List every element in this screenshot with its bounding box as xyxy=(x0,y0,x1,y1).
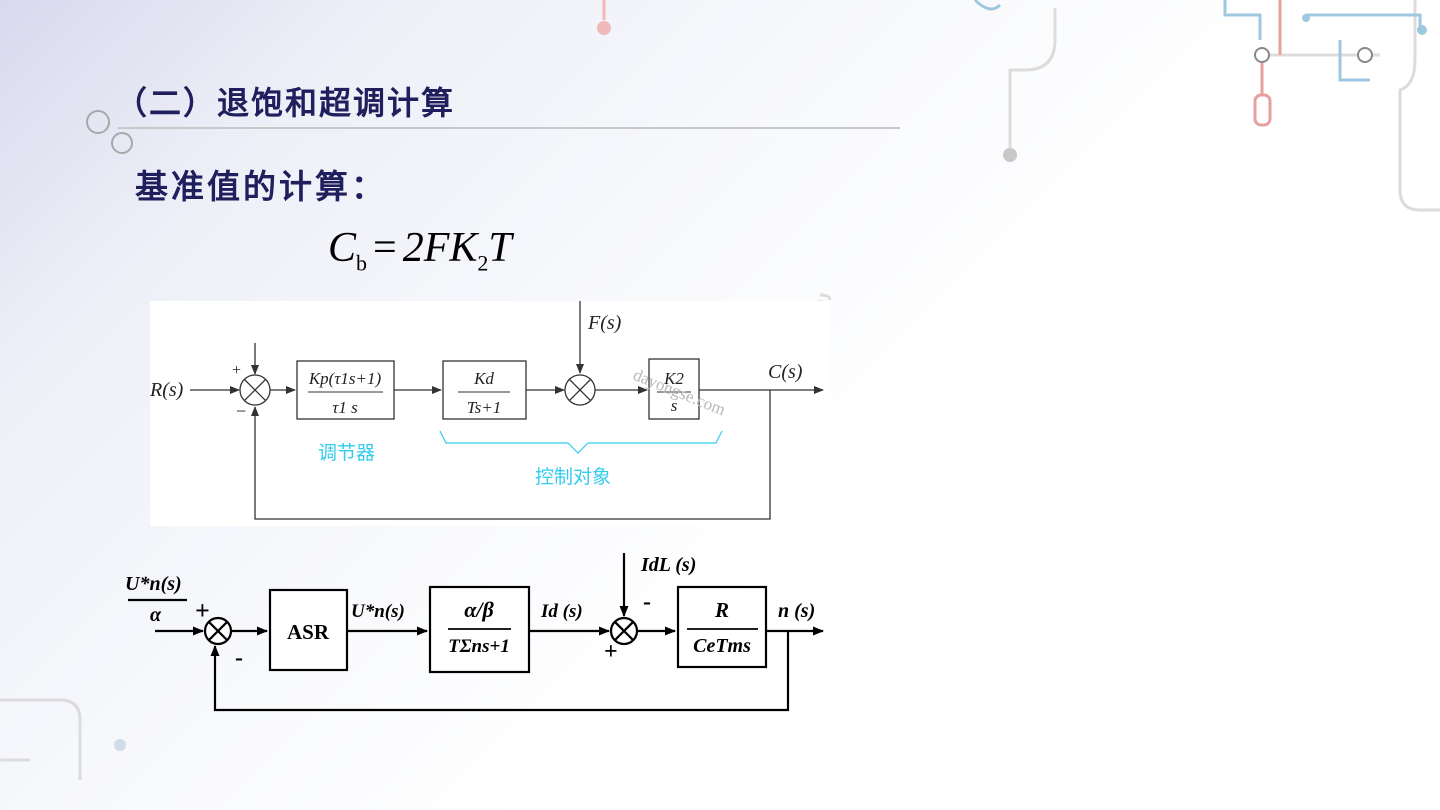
d1-plus-sign: + xyxy=(232,362,241,379)
d2-current-loop-num: α/β xyxy=(464,597,494,622)
d1-plant-label: 控制对象 xyxy=(535,466,611,488)
d1-plant1-num: Kd xyxy=(473,369,494,388)
formula-lhs-sub: b xyxy=(356,250,368,276)
d1-plant-brace xyxy=(439,430,723,454)
formula-rhs-sub: 2 xyxy=(477,250,489,276)
d2-minus-sign-2: - xyxy=(643,589,651,615)
d2-asr-block xyxy=(268,588,349,672)
d2-motor-den: CeTms xyxy=(693,635,751,657)
d1-regulator-num: Kp(τ1s+1) xyxy=(308,369,382,388)
formula-lhs: C xyxy=(328,225,357,271)
d2-motor-block xyxy=(676,585,768,669)
slide-title: （二）退饱和超调计算 xyxy=(115,84,456,122)
d1-output-label: C(s) xyxy=(768,361,803,383)
slide-subtitle: 基准值的计算： xyxy=(135,167,387,206)
d1-regulator-label: 调节器 xyxy=(318,442,375,464)
formula-equals: = xyxy=(373,225,397,271)
d2-output-label: n (s) xyxy=(778,600,815,622)
d1-plant2-den: s xyxy=(671,396,678,415)
d2-feedback-path xyxy=(210,631,790,712)
d1-input-label: R(s) xyxy=(150,379,184,401)
d1-plant-block-1 xyxy=(442,360,527,420)
block-diagram-general-svg: R(s) + − F(s) C(s) Kp(τ1s+1) τ1 s Kd Ts+… xyxy=(149,301,824,520)
d1-feedback-path xyxy=(251,390,771,520)
d2-input-num: U*n(s) xyxy=(125,573,182,595)
d1-disturbance-label: F(s) xyxy=(587,312,622,334)
d2-disturbance-label: IdL (s) xyxy=(640,554,696,576)
d2-current-loop-den: TΣns+1 xyxy=(448,636,510,657)
d1-plant-block-2 xyxy=(648,358,700,420)
d2-plus-sign-1: + xyxy=(195,596,210,625)
d2-minus-sign-1: - xyxy=(235,645,243,671)
block-diagram-speed-loop-svg: U*n(s) α + - ASR U*n(s) α/β TΣns+1 Id (s… xyxy=(125,553,824,712)
d2-id-label: Id (s) xyxy=(540,601,583,622)
d2-asr-output-label: U*n(s) xyxy=(351,601,405,622)
formula-cb: Cb=2FK2T xyxy=(328,224,512,276)
d2-plus-sign-2: + xyxy=(604,639,618,665)
d2-asr-label: ASR xyxy=(287,620,330,644)
formula-rhs-tail: T xyxy=(488,225,512,271)
d2-motor-num: R xyxy=(714,598,729,622)
d1-plant1-den: Ts+1 xyxy=(467,398,501,417)
d1-plant2-num: K2 xyxy=(663,369,684,388)
d1-regulator-den: τ1 s xyxy=(332,398,358,417)
d2-input-den: α xyxy=(150,604,162,626)
formula-rhs: 2FK xyxy=(402,225,478,271)
block-diagram-general: R(s) + − F(s) C(s) Kp(τ1s+1) τ1 s Kd Ts+… xyxy=(149,301,830,526)
d1-minus-sign: − xyxy=(236,401,246,421)
block-diagram-speed-loop: U*n(s) α + - ASR U*n(s) α/β TΣns+1 Id (s… xyxy=(115,545,835,720)
